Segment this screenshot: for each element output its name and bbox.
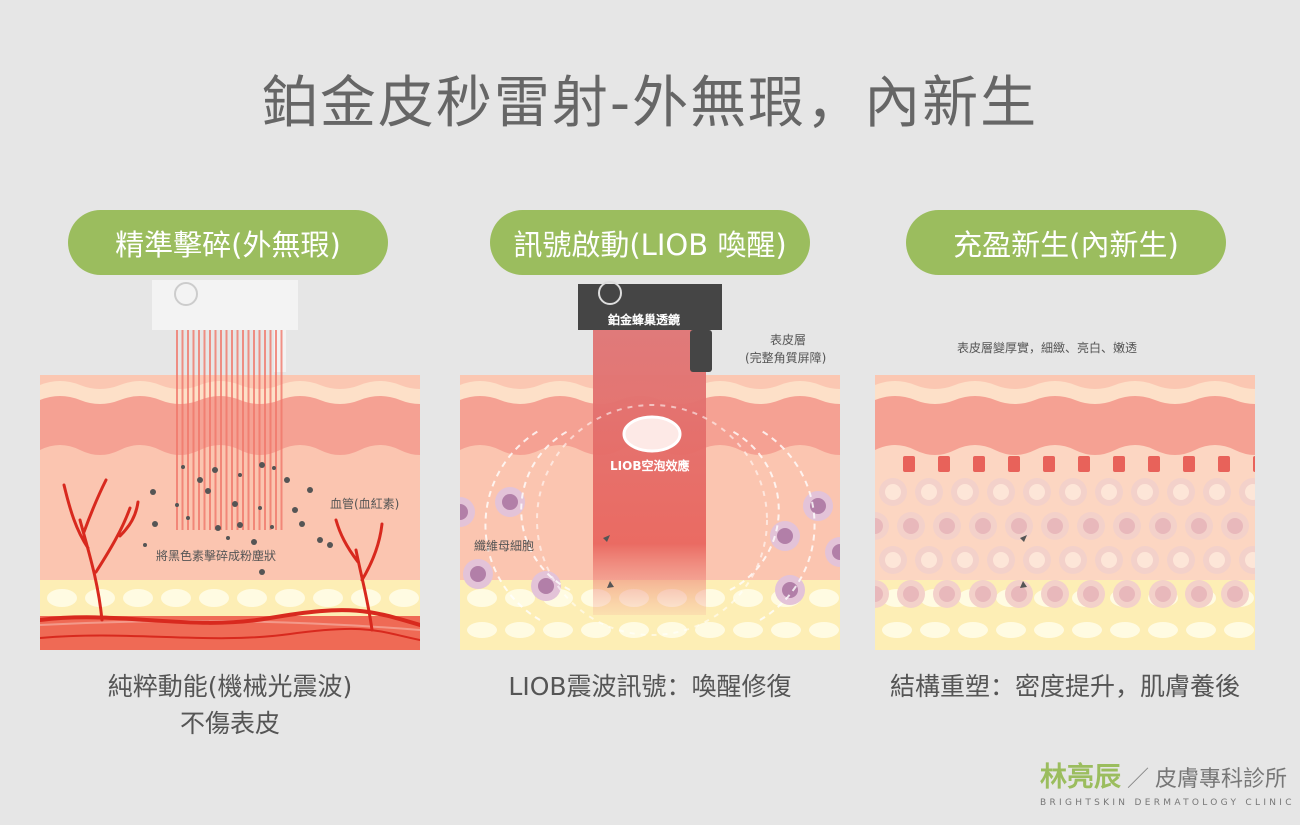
collagen-marker <box>1008 456 1020 472</box>
label-liob: LIOB空泡效應 <box>610 458 689 473</box>
collagen-marker <box>1253 456 1255 472</box>
laser-beam-line <box>209 330 211 530</box>
pigment-particle <box>152 521 158 527</box>
liob-bubble <box>622 415 682 453</box>
skin-diagram-crush: 血管(血紅素) 將黑色素擊碎成粉塵狀 <box>40 280 420 650</box>
logo-clinic: 皮膚專科診所 <box>1155 767 1288 792</box>
logo-slash: ／ <box>1127 767 1150 792</box>
laser-beam <box>593 330 706 615</box>
label-epidermis: 表皮層 <box>770 333 806 347</box>
pigment-particle <box>232 501 238 507</box>
laser-beam-line <box>242 330 244 530</box>
collagen-marker <box>1183 456 1195 472</box>
pigment-particle <box>258 506 262 510</box>
pigment-particle <box>237 522 243 528</box>
laser-beam-line <box>275 330 277 530</box>
pigment-particle <box>259 569 265 575</box>
pigment-particle <box>317 537 323 543</box>
page-title: 鉑金皮秒雷射-外無瑕，內新生 <box>261 71 1039 136</box>
pigment-particle <box>175 503 179 507</box>
collagen-marker <box>973 456 985 472</box>
pigment-particle <box>150 489 156 495</box>
collagen-marker <box>903 456 915 472</box>
label-lens: 鉑金蜂巢透鏡 <box>608 312 680 327</box>
caption-line: 純粹動能(機械光震波) <box>107 672 353 701</box>
skin-layers <box>40 375 420 650</box>
pigment-particle <box>284 477 290 483</box>
pigment-particle <box>181 465 185 469</box>
pill-precise-crush: 精準擊碎(外無瑕) <box>68 210 388 275</box>
skin-diagram-renewal: 表皮層變厚實，細緻、亮白、嫩透 <box>875 280 1255 650</box>
laser-beam-line <box>181 330 184 530</box>
label-vessel: 血管(血紅素) <box>330 496 399 511</box>
caption-liob: LIOB震波訊號：喚醒修復 <box>508 672 792 701</box>
laser-beam-line <box>225 330 228 530</box>
pigment-particle <box>299 521 305 527</box>
laser-beam-line <box>253 330 255 530</box>
collagen-marker <box>1218 456 1230 472</box>
pigment-particle <box>226 536 230 540</box>
collagen-marker <box>1078 456 1090 472</box>
collagen-marker <box>1043 456 1055 472</box>
logo-english: BRIGHTSKIN DERMATOLOGY CLINIC <box>1040 798 1295 808</box>
pigment-particle <box>251 539 257 545</box>
laser-beam-line <box>269 330 272 530</box>
laser-beam-line <box>214 330 217 530</box>
pigment-particle <box>186 516 190 520</box>
laser-beam-line <box>176 330 178 530</box>
label-epidermis-thicker: 表皮層變厚實，細緻、亮白、嫩透 <box>957 340 1137 355</box>
caption-line: 不傷表皮 <box>179 709 280 738</box>
laser-beam-line <box>198 330 200 530</box>
pill-renewal: 充盈新生(內新生) <box>906 210 1226 275</box>
laser-handpiece <box>152 280 298 330</box>
skin-diagram-liob: 鉑金蜂巢透鏡 表皮層 (完整角質屏障) LIOB空泡效應 纖維母細胞 <box>460 280 840 650</box>
laser-beam-line <box>236 330 239 530</box>
logo-name: 林亮辰 <box>1040 762 1121 793</box>
pigment-particle <box>197 477 203 483</box>
laser-beam-line <box>231 330 233 530</box>
laser-beam-line <box>280 330 283 530</box>
pigment-particle <box>212 467 218 473</box>
pigment-particle <box>259 462 265 468</box>
laser-beam-line <box>192 330 195 530</box>
platinum-lens-handpiece <box>578 284 722 330</box>
collagen-marker <box>938 456 950 472</box>
laser-beam-line <box>203 330 206 530</box>
pigment-particle <box>272 466 276 470</box>
pigment-particle <box>327 542 333 548</box>
laser-beam-line <box>264 330 266 530</box>
pigment-particle <box>143 543 147 547</box>
pigment-particle <box>238 473 242 477</box>
collagen-marker <box>1113 456 1125 472</box>
label-pigment: 將黑色素擊碎成粉塵狀 <box>156 548 276 563</box>
clinic-logo: 林亮辰／皮膚專科診所 BRIGHTSKIN DERMATOLOGY CLINIC <box>1040 755 1295 808</box>
pigment-particle <box>292 507 298 513</box>
pigment-particle <box>205 488 211 494</box>
laser-beam-line <box>258 330 261 530</box>
pill-signal-activation: 訊號啟動(LIOB 喚醒) <box>490 210 810 275</box>
laser-beam-line <box>187 330 189 530</box>
pigment-particle <box>270 525 274 529</box>
caption-renewal: 結構重塑：密度提升，肌膚養後 <box>889 672 1240 701</box>
collagen-marker <box>1148 456 1160 472</box>
laser-beam-line <box>220 330 222 530</box>
pigment-particle <box>307 487 313 493</box>
laser-beam-line <box>247 330 250 530</box>
caption-crush: 純粹動能(機械光震波) 不傷表皮 <box>10 668 450 742</box>
pigment-particle <box>215 525 221 531</box>
label-fibroblast: 纖維母細胞 <box>474 539 534 553</box>
label-barrier: (完整角質屏障) <box>745 350 826 365</box>
